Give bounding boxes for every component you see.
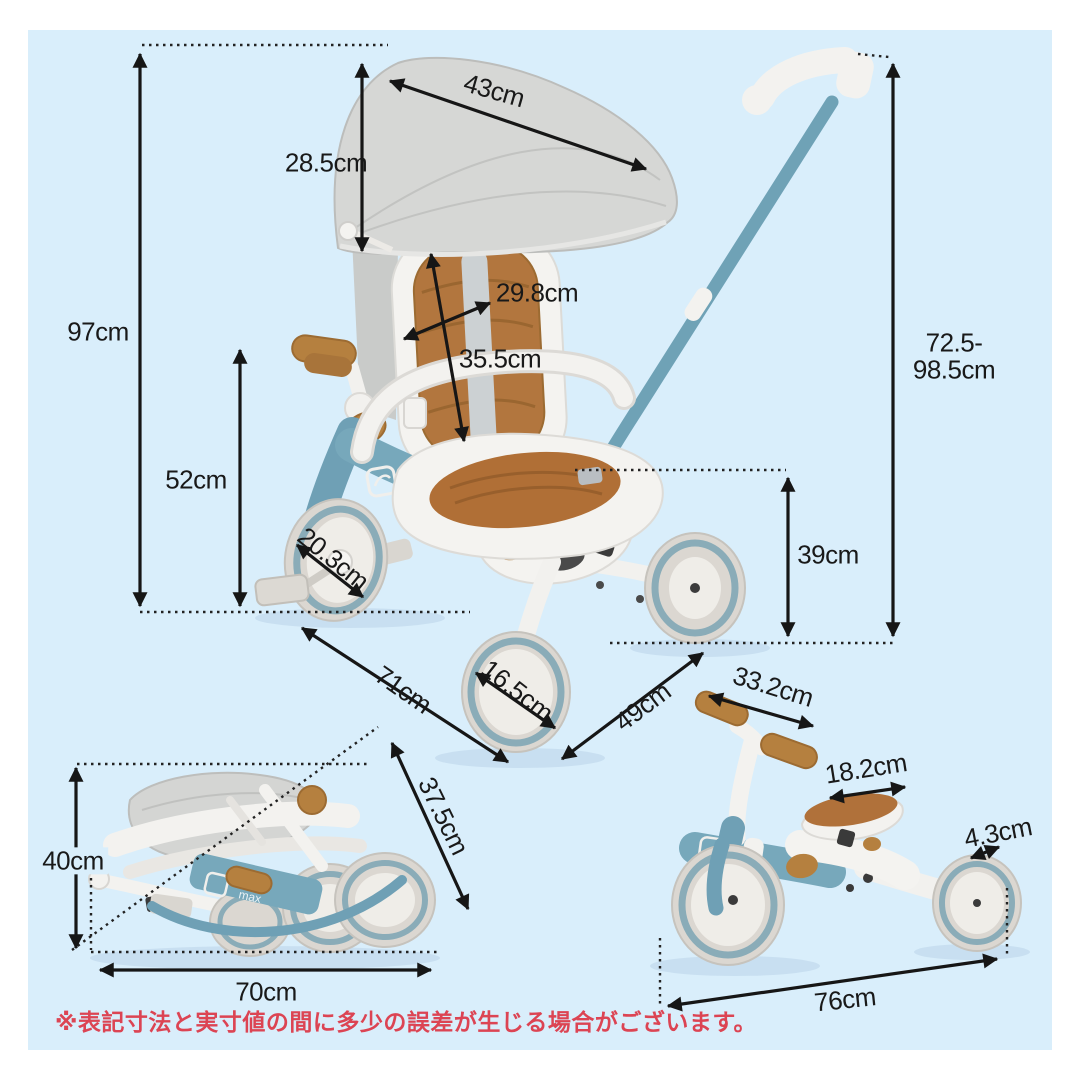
arrow-front-wheel	[296, 543, 364, 599]
dim-overall-height: 97cm	[67, 316, 129, 347]
canopy-back-panel	[352, 238, 398, 420]
dim-folded-height: 40cm	[38, 847, 108, 875]
dotted-reference-lines	[71, 43, 1009, 1006]
dim-handlebar-height: 52cm	[165, 464, 227, 495]
dim-canopy-height: 28.5cm	[284, 147, 368, 178]
dim-push-bar-height: 72.5- 98.5cm	[912, 327, 996, 385]
folded-tricycle-illustration: max	[88, 771, 436, 957]
arrow-bike-handlebar-width	[707, 692, 815, 730]
dimension-arrows	[68, 52, 1001, 1012]
arrow-rear-width	[561, 651, 704, 761]
push-bar-handle	[749, 47, 858, 110]
arrow-rear-wheel	[474, 671, 557, 730]
seat-base	[391, 432, 664, 560]
dim-folded-length: 70cm	[235, 976, 297, 1007]
arrow-length	[300, 626, 510, 764]
safety-guard-bar	[350, 349, 636, 464]
dim-bike-length: 76cm	[812, 981, 878, 1018]
arrow-canopy-width	[388, 78, 648, 172]
arrow-rear-wheel-width	[969, 845, 1001, 860]
dim-backrest-width: 29.8cm	[495, 277, 579, 308]
arrow-bike-length	[666, 953, 999, 1012]
arrow-backrest-to-seat	[426, 252, 469, 443]
arrow-folded-depth	[390, 741, 470, 911]
dim-seat-height: 39cm	[797, 539, 859, 570]
arrow-saddle-length	[828, 781, 907, 804]
disclaimer-note: ※表記寸法と実寸値の間に多少の誤差が生じる場合がございます。	[55, 1009, 758, 1035]
pedal	[254, 573, 310, 607]
rear-wheel-far	[552, 532, 746, 644]
dim-backrest-to-seat: 35.5cm	[458, 343, 542, 374]
